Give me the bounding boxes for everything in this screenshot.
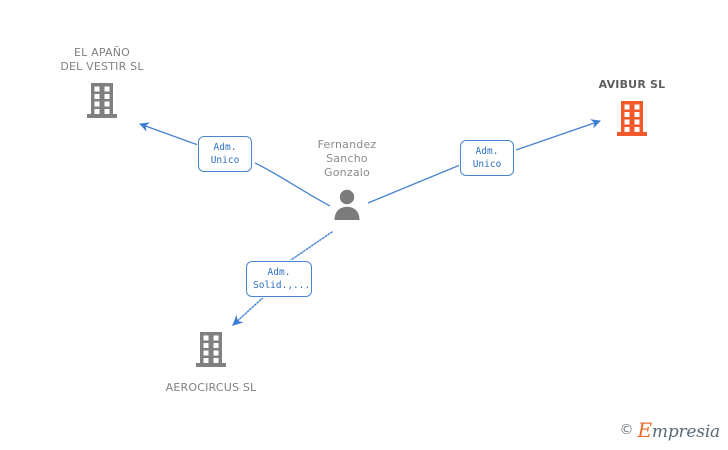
brand-initial: E bbox=[637, 418, 653, 442]
node-label-fernandez-sancho-gonzalo: Fernandez Sancho Gonzalo bbox=[317, 138, 377, 179]
edge-tag-adm-solid[interactable]: Adm. Solid.,... bbox=[246, 261, 312, 297]
node-el-apano[interactable]: EL APAÑO DEL VESTIR SL bbox=[27, 46, 177, 124]
node-aerocircus[interactable]: AEROCIRCUS SL bbox=[136, 331, 286, 395]
edge-person-to-tag-bottom bbox=[287, 231, 333, 263]
node-label-aerocircus: AEROCIRCUS SL bbox=[165, 381, 257, 394]
edge-tag-adm-unico-right[interactable]: Adm. Unico bbox=[460, 140, 514, 176]
edge-tag-bottom-to-aerocircus bbox=[232, 292, 269, 326]
building-icon[interactable] bbox=[615, 100, 649, 142]
brand-rest: mpresia bbox=[651, 422, 720, 442]
building-icon[interactable] bbox=[85, 82, 119, 124]
node-fernandez-sancho-gonzalo[interactable]: Fernandez Sancho Gonzalo bbox=[272, 138, 422, 224]
person-icon[interactable] bbox=[331, 188, 363, 224]
edge-tag-adm-unico-left[interactable]: Adm. Unico bbox=[198, 136, 252, 172]
node-avibur[interactable]: AVIBUR SL bbox=[557, 78, 707, 142]
empresia-watermark: © Empresia bbox=[620, 418, 721, 442]
node-label-el-apano: EL APAÑO DEL VESTIR SL bbox=[60, 46, 144, 73]
building-icon[interactable] bbox=[194, 331, 228, 373]
edge-tag-left-to-el-apano bbox=[139, 122, 199, 146]
copyright-symbol: © bbox=[619, 422, 634, 438]
node-label-avibur: AVIBUR SL bbox=[598, 78, 666, 91]
brand-wordmark: Empresia bbox=[638, 418, 721, 442]
